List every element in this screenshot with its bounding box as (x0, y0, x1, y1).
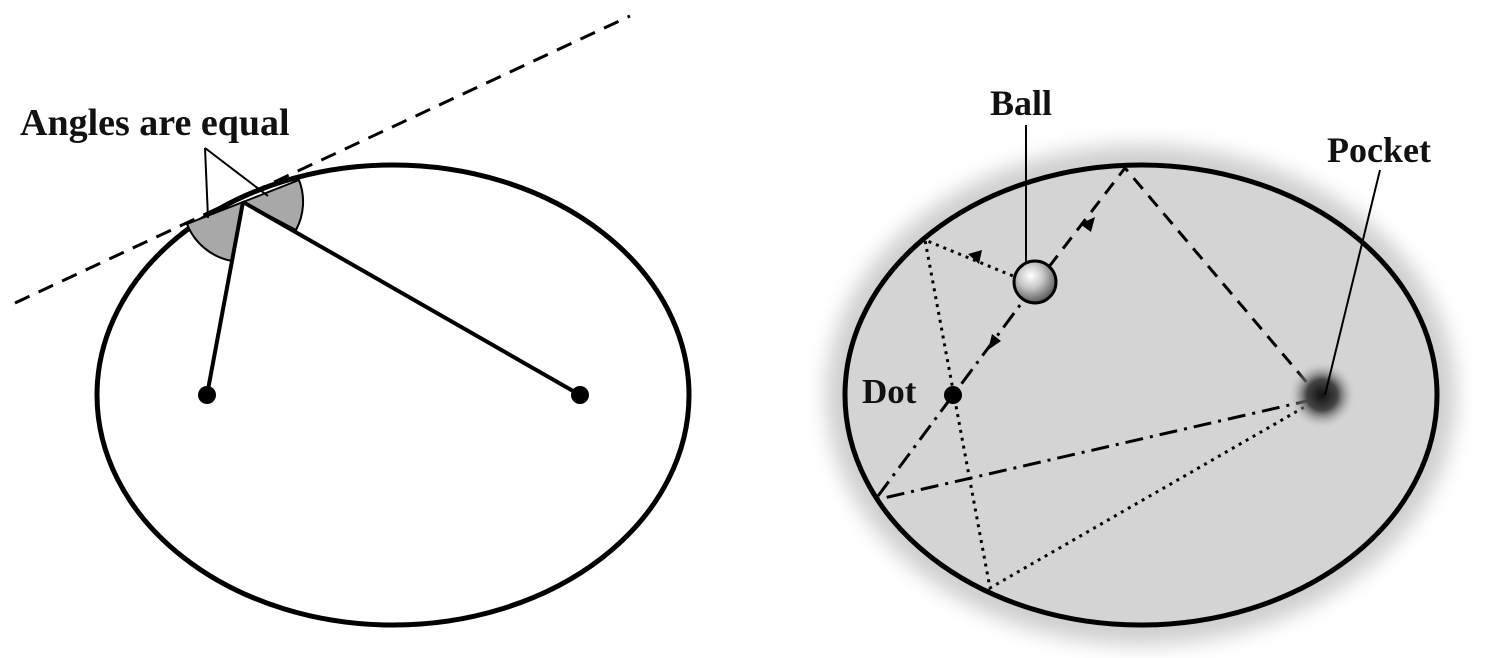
angles-label: Angles are equal (20, 102, 290, 144)
arrow-down-left (988, 334, 1001, 350)
ball (1012, 259, 1058, 305)
left-focus-point (198, 386, 216, 404)
table-ellipse (842, 162, 1440, 628)
pocket-pointer-line (1324, 169, 1381, 396)
left-ellipse (94, 162, 692, 628)
pocket-label: Pocket (1327, 130, 1431, 170)
dash-dot-path (871, 284, 1321, 503)
angle-wedge-left (185, 200, 245, 263)
dot-point (944, 386, 962, 404)
ball-label: Ball (990, 83, 1052, 123)
right-figure: Ball Pocket Dot (826, 83, 1456, 645)
dot-label: Dot (862, 372, 917, 411)
right-focus-point (571, 386, 589, 404)
arrow-left (968, 250, 982, 264)
ray-to-left-focus (205, 201, 245, 396)
left-figure: Angles are equal (14, 14, 692, 628)
arrow-up-right (1080, 217, 1095, 232)
pocket (1288, 361, 1356, 429)
tangent-line (14, 14, 631, 305)
angle-wedge-right (240, 178, 305, 232)
pointer-line-left (204, 147, 209, 219)
pointer-line-right (204, 147, 269, 197)
dashed-path (1033, 165, 1322, 399)
ray-to-right-focus (242, 200, 581, 397)
